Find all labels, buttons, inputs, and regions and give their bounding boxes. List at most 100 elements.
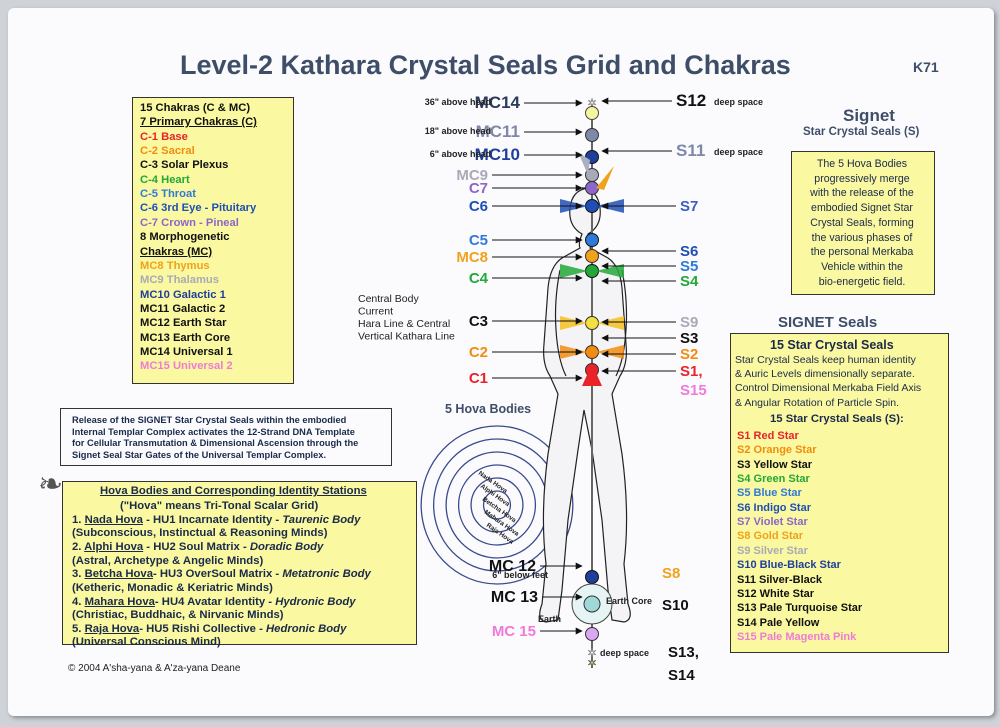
hova-entry-sub: (Ketheric, Monadic & Keriatric Minds) bbox=[72, 581, 273, 594]
left-label-mc12: MC 12 bbox=[489, 558, 536, 575]
signet-heading: Signet bbox=[843, 106, 895, 125]
signet-info-line: the various phases of bbox=[811, 231, 913, 244]
five-hova-label: 5 Hova Bodies bbox=[445, 402, 531, 416]
chakra-list-line: C-4 Heart bbox=[140, 173, 190, 186]
left-label-c6: C6 bbox=[469, 198, 488, 215]
chakra-list-line: MC12 Earth Star bbox=[140, 317, 227, 330]
seal-name: Blue Star bbox=[753, 487, 802, 500]
seal-code: S4 bbox=[737, 473, 751, 486]
hova-entry-sub: (Christiac, Buddhaic, & Nirvanic Minds) bbox=[72, 609, 284, 621]
central-body-label: Central Body bbox=[358, 293, 419, 305]
hova-entry: 2. Alphi Hova - HU2 Soul Matrix - Doradi… bbox=[72, 541, 323, 553]
chakra-list-line: MC10 Galactic 1 bbox=[140, 288, 226, 301]
seal-code: S6 bbox=[737, 501, 751, 514]
left-arm bbox=[554, 269, 567, 377]
chakra-list-line: C-3 Solar Plexus bbox=[140, 159, 229, 172]
left-label-mc13: MC 13 bbox=[491, 589, 538, 606]
hova-entry-name: Alphi Hova bbox=[84, 541, 144, 554]
seal-name: White Star bbox=[759, 587, 815, 600]
seal-code: S14 bbox=[737, 616, 757, 629]
chakra-list-line: 7 Primary Chakras (C) bbox=[140, 116, 257, 129]
chakra-list-line: MC8 Thymus bbox=[140, 259, 210, 272]
right-label-s11: S11 bbox=[676, 141, 705, 160]
signet-info-line: progressively merge bbox=[814, 172, 910, 185]
hova-entry-sub: (Subconscious, Instinctual & Reasoning M… bbox=[72, 527, 328, 540]
hova-entry-name: Betcha Hova bbox=[84, 568, 153, 581]
crown-petal bbox=[596, 166, 614, 190]
hova-entry-mid: - HU3 OverSoul Matrix - bbox=[153, 568, 283, 581]
chakra-list-line: MC13 Earth Core bbox=[140, 331, 231, 344]
seals-heading: SIGNET Seals bbox=[778, 314, 878, 331]
seal-code: S3 bbox=[737, 458, 751, 471]
signet-seals-box bbox=[730, 333, 949, 653]
seal-item: S9 Silver Star bbox=[737, 545, 808, 557]
seal-name: Gold Star bbox=[753, 530, 804, 543]
right-label-s6: S6 bbox=[680, 243, 698, 260]
seal-item: S12 White Star bbox=[737, 588, 814, 600]
seal-name: Indigo Star bbox=[753, 501, 811, 514]
left-label-mc10: MC10 bbox=[475, 145, 520, 164]
left-label-c7: C7 bbox=[469, 180, 488, 197]
seals-desc-line: & Angular Rotation of Particle Spin. bbox=[735, 396, 900, 409]
right-label-s5: S5 bbox=[680, 258, 698, 275]
right-label-s9: S9 bbox=[680, 314, 698, 331]
chakra-list-line: Chakras (MC) bbox=[140, 245, 213, 258]
scroll-icon: ❧ bbox=[38, 468, 64, 501]
chakra-list-line: 15 Chakras (C & MC) bbox=[140, 102, 251, 114]
left-label-c1: C1 bbox=[469, 370, 488, 387]
chakra-list-line: MC9 Thalamus bbox=[140, 274, 219, 287]
seal-item: S1 Red Star bbox=[737, 430, 799, 442]
hova-entry-num: 1. bbox=[72, 514, 85, 526]
seal-name: Silver-Black bbox=[759, 573, 823, 586]
left-label-c4: C4 bbox=[469, 270, 489, 287]
left-label-c5: C5 bbox=[469, 232, 488, 249]
chakra-dot bbox=[585, 570, 599, 584]
right-note-s10: Earth Core bbox=[606, 596, 652, 606]
signet-info-line: with the release of the bbox=[810, 187, 914, 200]
central-body-label: Current bbox=[358, 306, 393, 318]
signet-info-line: the personal Merkaba bbox=[810, 246, 914, 259]
human-figure bbox=[539, 187, 631, 623]
chakra-petal bbox=[560, 264, 588, 278]
hova-header: Hova Bodies and Corresponding Identity S… bbox=[100, 485, 367, 497]
star-icon: ✶ bbox=[587, 646, 597, 660]
release-note-line: Signet Seal Star Gates of the Universal … bbox=[72, 449, 327, 460]
left-note-mc14: 36" above head bbox=[425, 97, 491, 107]
hova-entry-name: Raja Hova bbox=[84, 622, 140, 635]
hova-entry-mid: - HU1 Incarnate Identity - bbox=[142, 514, 283, 526]
hova-entry-mid: - HU2 Soul Matrix - bbox=[143, 541, 250, 554]
hova-entry-name: Mahara Hova bbox=[84, 595, 155, 608]
right-label-s4: S4 bbox=[680, 273, 699, 290]
chakra-dot bbox=[585, 106, 599, 120]
seal-code: S2 bbox=[737, 444, 751, 457]
seal-code: S7 bbox=[737, 516, 751, 529]
release-note-line: for Cellular Transmutation & Dimensional… bbox=[72, 438, 359, 448]
seal-code: S13 bbox=[737, 602, 757, 615]
hova-entry: 3. Betcha Hova- HU3 OverSoul Matrix - Me… bbox=[72, 568, 371, 580]
seal-code: S10 bbox=[737, 559, 757, 572]
hova-entry-sub: (Universal Conscious Mind) bbox=[72, 636, 221, 649]
left-label-c3: C3 bbox=[469, 313, 488, 330]
signet-info-line: Vehicle within the bbox=[821, 260, 903, 273]
chakra-dot bbox=[585, 233, 599, 247]
hova-entry-num: 5. bbox=[72, 622, 85, 635]
hova-bodies-box bbox=[62, 481, 417, 645]
right-label-s14: S14 bbox=[668, 667, 695, 684]
right-label-s3: S3 bbox=[680, 330, 698, 347]
spiral-ring bbox=[457, 464, 537, 546]
page-code: K71 bbox=[913, 59, 939, 75]
right-note-s13: deep space bbox=[600, 648, 649, 658]
hova-entry-mid: - HU4 Avatar Identity - bbox=[154, 595, 276, 608]
chakra-list-line: MC14 Universal 1 bbox=[140, 345, 233, 358]
left-label-mc9: MC9 bbox=[456, 167, 488, 184]
hova-entry-name: Nada Hova bbox=[84, 514, 143, 526]
central-body-label: Vertical Kathara Line bbox=[358, 331, 455, 343]
body-outline bbox=[539, 187, 631, 623]
hova-entry: 4. Mahara Hova- HU4 Avatar Identity - Hy… bbox=[72, 596, 356, 608]
seals-desc-line: Star Crystal Seals keep human identity bbox=[735, 354, 916, 366]
chakra-dot bbox=[585, 128, 599, 142]
seal-name: Red Star bbox=[753, 430, 799, 442]
seal-name: Pale Yellow bbox=[759, 616, 820, 629]
